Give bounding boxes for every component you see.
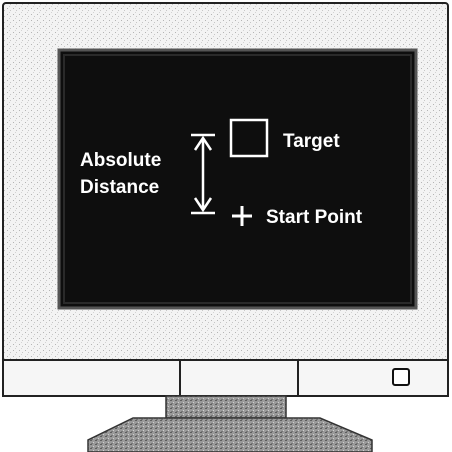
power-button-icon	[393, 369, 409, 385]
monitor-control-panel	[3, 360, 448, 396]
monitor-stand-neck	[166, 396, 286, 418]
target-label: Target	[283, 131, 340, 152]
distance-label-line1: Absolute	[80, 150, 161, 171]
distance-label-line2: Distance	[80, 177, 159, 198]
monitor-stand-base	[88, 418, 372, 452]
start-point-label: Start Point	[266, 207, 363, 228]
